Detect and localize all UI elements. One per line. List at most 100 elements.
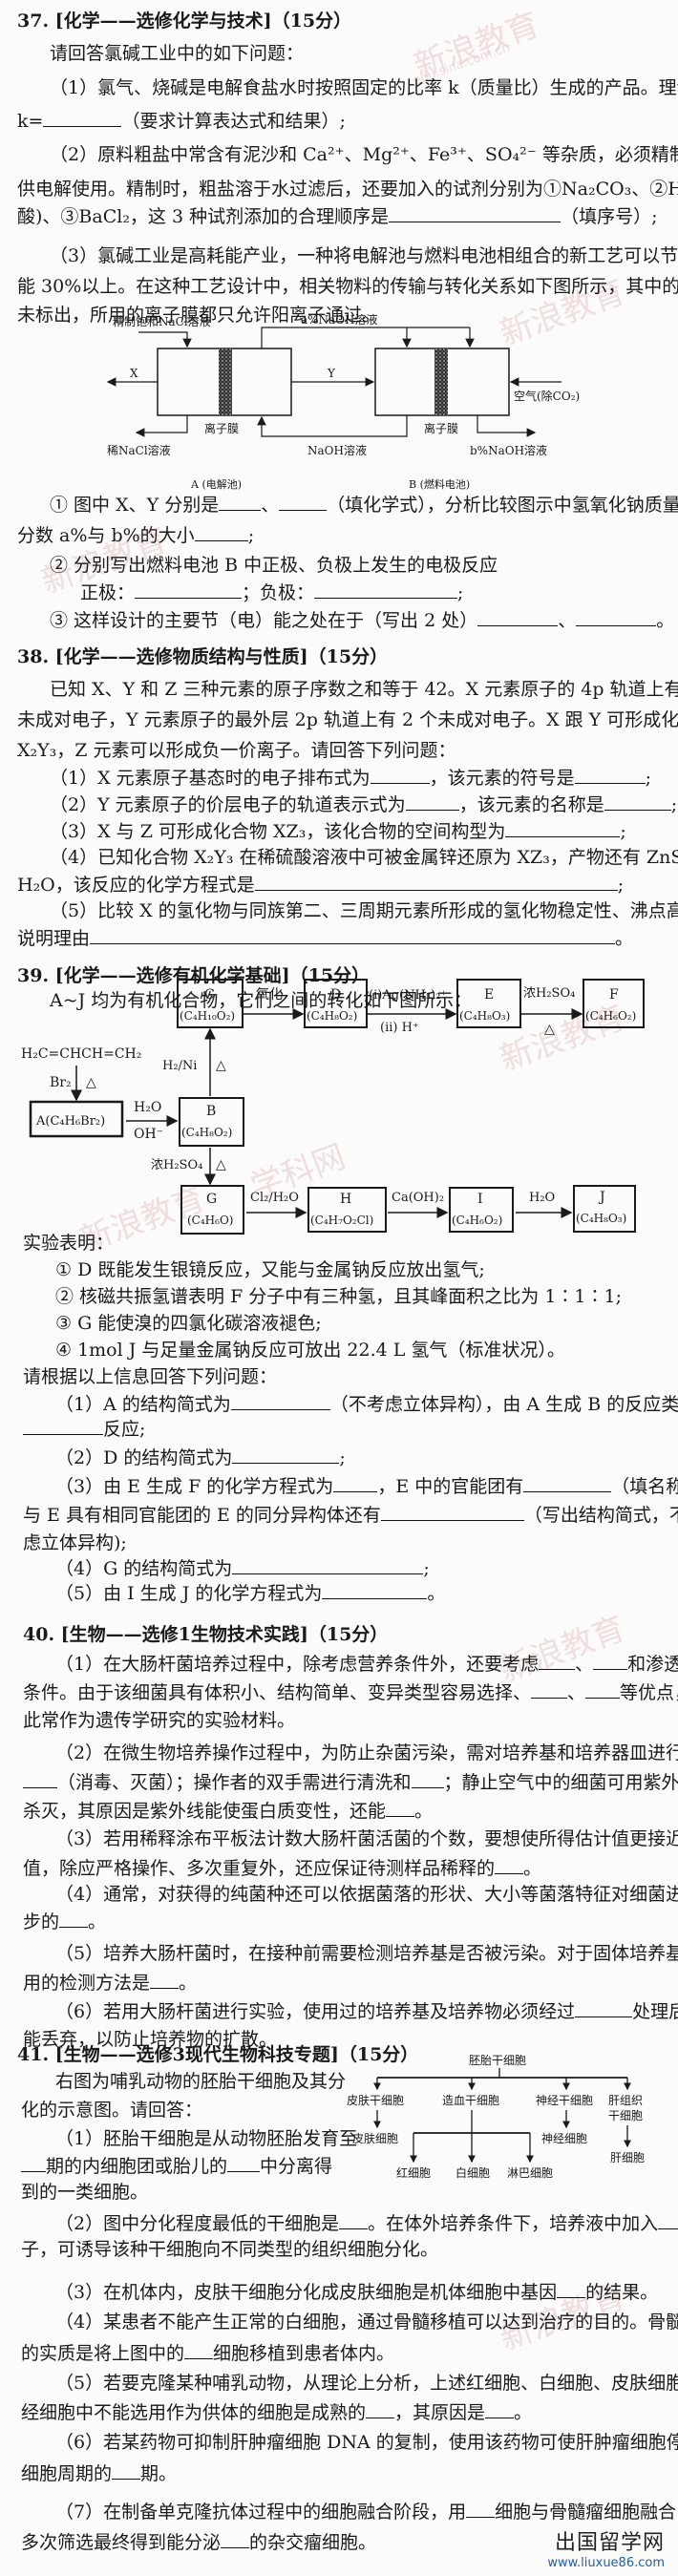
q37-part2-line3: 酸)、③BaCl₂，这 3 种试剂添加的合理顺序是（填序号）;: [17, 204, 658, 227]
q39-part3-line2: 与 E 具有相同官能团的 E 的同分异构体还有（写出结构简式，不考: [23, 1503, 678, 1526]
electrolysis-fuel-cell-diagram: 精制饱和NaCl溶液 a%NaOH溶液 X Y 空气(除CO₂) 稀NaCl溶液…: [106, 312, 580, 491]
q37-part3-line3: 未标出，所用的离子膜都只允许阳离子通过。: [17, 305, 381, 326]
answer-blank[interactable]: [523, 1474, 612, 1492]
svg-text:Ca(OH)₂: Ca(OH)₂: [392, 1191, 444, 1205]
q37-sub3: ③ 这样设计的主要节（电）能之处在于（写出 2 处）、。: [50, 608, 675, 631]
stem-cell-differentiation-diagram: 胚胎干细胞 皮肤干细胞 造血干细胞 神经干细胞 肝组织 干细胞 皮肤细胞 神经细…: [347, 2054, 645, 2180]
question-37-heading: 37. [化学——选修化学与技术]（15分）: [17, 11, 352, 32]
q41-part3: （3）在机体内，皮肤干细胞分化成皮肤细胞是机体细胞中基因的结果。: [55, 2280, 659, 2303]
answer-blank[interactable]: [593, 1652, 628, 1670]
answer-blank[interactable]: [23, 1417, 103, 1435]
answer-blank[interactable]: [112, 2461, 141, 2480]
answer-blank[interactable]: [230, 1392, 330, 1410]
q37-sub2-line1: ② 分别写出燃料电池 B 中正极、负极上发生的电极反应: [50, 555, 498, 576]
label-naoh-b: b%NaOH溶液: [470, 443, 547, 457]
q38-part3: （3）X 与 Z 可形成化合物 XZ₃，该化合物的空间构型为;: [50, 819, 626, 842]
answer-blank[interactable]: [23, 1770, 57, 1788]
answer-blank[interactable]: [386, 1799, 415, 1817]
answer-blank[interactable]: [333, 1474, 378, 1492]
answer-blank[interactable]: [370, 766, 430, 784]
node-neural-stem-cell: 神经干细胞: [536, 2094, 593, 2107]
answer-blank[interactable]: [658, 2211, 678, 2229]
answer-blank[interactable]: [574, 766, 646, 784]
answer-blank[interactable]: [495, 1856, 524, 1874]
answer-blank[interactable]: [585, 1680, 621, 1699]
node-lymphocyte: 淋巴细胞: [507, 2166, 553, 2180]
organic-conversion-diagram: C (C₄H₁₀O₂) D (C₄H₈O₂) E (C₄H₈O₃) F (C₄H…: [21, 979, 645, 1186]
answer-blank[interactable]: [279, 493, 328, 511]
answer-blank[interactable]: [322, 1581, 428, 1599]
box-e: [456, 979, 521, 1028]
answer-blank[interactable]: [380, 1503, 524, 1521]
answer-blank[interactable]: [254, 873, 618, 891]
q41-part1-line3: 到的一类细胞。: [21, 2182, 149, 2203]
answer-blank[interactable]: [194, 523, 248, 541]
svg-text:H₂O: H₂O: [529, 1191, 555, 1205]
answer-blank[interactable]: [59, 1910, 89, 1928]
q39-part3-line1: （3）由 E 生成 F 的化学方程式为，E 中的官能团有（填名称），: [55, 1474, 678, 1497]
answer-blank[interactable]: [150, 1971, 180, 1989]
svg-text:H₂/Ni: H₂/Ni: [162, 1059, 197, 1073]
answer-blank[interactable]: [466, 2500, 496, 2518]
q40-part5-line1: （5）培养大肠杆菌时，在接种前需要检测培养基是否被污染。对于固体培养基应采: [55, 1943, 678, 1964]
answer-blank[interactable]: [21, 2154, 46, 2172]
answer-blank[interactable]: [90, 926, 616, 944]
label-cell-b: B (燃料电池): [409, 477, 470, 491]
box-h: [307, 1187, 387, 1233]
q41-part1-line1: （1）胚胎干细胞是从动物胚胎发育至: [55, 2128, 358, 2149]
answer-blank[interactable]: [43, 109, 122, 127]
svg-text:(ii) H⁺: (ii) H⁺: [380, 1021, 419, 1035]
answer-blank[interactable]: [366, 2400, 395, 2418]
label-cell-a: A (电解池): [190, 477, 242, 491]
answer-blank[interactable]: [505, 819, 621, 837]
answer-blank[interactable]: [227, 2154, 261, 2172]
ion-membrane-a: [219, 348, 232, 415]
answer-blank[interactable]: [604, 792, 671, 811]
q40-part4-line1: （4）通常，对获得的纯菌种还可以依据菌落的形状、大小等菌落特征对细菌进行初: [55, 1884, 678, 1905]
box-i: [449, 1187, 514, 1233]
q39-part5: （5）由 I 生成 J 的化学方程式为。: [55, 1581, 446, 1604]
q39-exp-1: ① D 既能发生银镜反应，又能与金属钠反应放出氢气;: [55, 1259, 485, 1280]
answer-blank[interactable]: [411, 1770, 444, 1788]
answer-blank[interactable]: [531, 1680, 568, 1699]
watermark: 新浪教育: [495, 1609, 630, 1690]
q38-part5-line1: （5）比较 X 的氢化物与同族第二、三周期元素所形成的氢化物稳定性、沸点高低并: [50, 900, 678, 921]
q40-part4-line2: 步的。: [23, 1910, 107, 1932]
answer-blank[interactable]: [389, 204, 561, 222]
answer-blank[interactable]: [405, 792, 459, 811]
node-hematopoietic-stem-cell: 造血干细胞: [442, 2094, 499, 2107]
svg-text:F: F: [609, 987, 619, 1003]
label-feed-nacl: 精制饱和NaCl溶液: [113, 314, 211, 328]
answer-blank[interactable]: [576, 608, 657, 626]
q41-part6-line2: 细胞周期的期。: [21, 2461, 178, 2484]
svg-text:(C₄H₆O): (C₄H₆O): [187, 1214, 233, 1227]
q39-exp-3: ③ G 能使溴的四氯化碳溶液褪色;: [55, 1313, 322, 1334]
answer-blank[interactable]: [485, 2400, 515, 2418]
answer-blank[interactable]: [339, 2211, 369, 2229]
question-41-heading: 41. [生物——选修3现代生物科技专题]（15分）: [17, 2044, 419, 2065]
answer-blank[interactable]: [557, 2280, 586, 2298]
svg-text:(C₄H₈O₂): (C₄H₈O₂): [307, 1009, 357, 1023]
q39-part1-line1: （1）A 的结构简式为（不考虑立体异构），由 A 生成 B 的反应类型是: [55, 1392, 678, 1415]
label-y: Y: [327, 367, 336, 380]
answer-blank[interactable]: [219, 493, 262, 511]
box-j: [573, 1185, 636, 1233]
answer-blank[interactable]: [314, 581, 458, 599]
answer-blank[interactable]: [221, 2530, 250, 2548]
answer-blank[interactable]: [539, 1652, 576, 1670]
site-footer: 出国留学网 www.liuxue86.com: [547, 2525, 665, 2570]
box-b: [179, 1097, 244, 1147]
q37-part1-line1: （1）氯气、烧碱是电解食盐水时按照固定的比率 k（质量比）生成的产品。理论上: [50, 77, 678, 98]
q40-part1-line1: （1）在大肠杆菌培养过程中，除考虑营养条件外，还要考虑、和渗透压等: [55, 1652, 678, 1675]
node-skin-cell: 皮肤细胞: [352, 2131, 398, 2145]
answer-blank[interactable]: [575, 1999, 633, 2017]
answer-blank[interactable]: [232, 1556, 424, 1574]
q39-part4: （4）G 的结构简式为;: [55, 1556, 430, 1579]
answer-blank[interactable]: [135, 581, 243, 599]
footer-site-url[interactable]: www.liuxue86.com: [547, 2556, 665, 2570]
answer-blank[interactable]: [477, 608, 559, 626]
q39-exp-4: ④ 1mol J 与足量金属钠反应可放出 22.4 L 氢气（标准状况）。: [55, 1340, 565, 1361]
answer-blank[interactable]: [232, 1446, 340, 1464]
box-d: [304, 979, 368, 1028]
answer-blank[interactable]: [184, 2341, 214, 2359]
